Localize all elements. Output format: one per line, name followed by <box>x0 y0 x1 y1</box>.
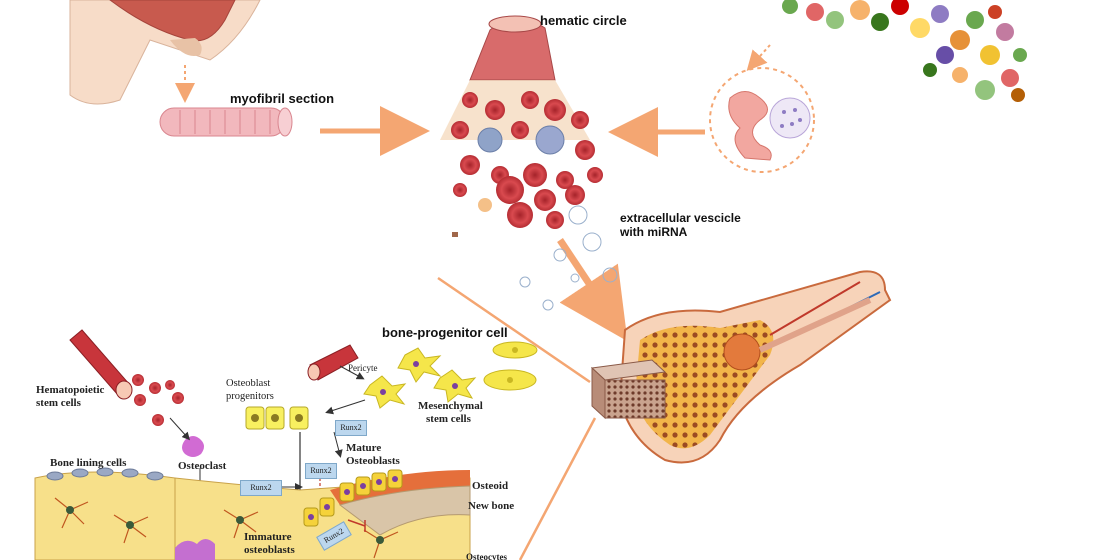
hematopoietic-cells <box>132 374 184 426</box>
vessel-pericyte <box>307 344 359 381</box>
bone-progenitor-cell-label: bone-progenitor cell <box>382 325 508 340</box>
arm-muscle-illustration <box>69 0 261 105</box>
femur-illustration <box>618 270 892 464</box>
blood-vessel-illustration <box>440 15 590 140</box>
food-spiral-illustration <box>782 0 1027 102</box>
osteoid-label: Osteoid <box>472 480 509 492</box>
mature-osteoblast-cells <box>303 469 403 527</box>
vesicle-to-bone-arrow <box>557 238 628 342</box>
runx2-box-left: Runx2 <box>240 480 282 496</box>
immature-osteoblasts-label: Immature <box>244 531 292 543</box>
bone-lining-cells-label: Bone lining cells <box>50 457 127 469</box>
hematopoietic-label-2: stem cells <box>36 397 81 409</box>
hematic-circle-label: hematic circle <box>540 13 627 28</box>
hsc-to-osteoclast-arrow <box>169 417 191 441</box>
mature-osteoblasts-label-2: Osteoblasts <box>346 455 400 467</box>
pericyte-label: Pericyte <box>348 363 378 373</box>
immature-osteoblasts-label-2: osteoblasts <box>244 544 295 556</box>
runx2-box-middle: Runx2 <box>305 463 337 479</box>
hematopoietic-label: Hematopoietic <box>36 384 105 396</box>
runx2-box-top: Runx2 <box>335 420 367 436</box>
myofibril-cylinder <box>159 107 293 137</box>
bone-matrix-layer <box>34 467 471 560</box>
bone-tissue-cube <box>590 359 667 420</box>
inhibition-line <box>347 519 366 527</box>
myofibril-section-label: myofibril section <box>230 91 335 106</box>
pericyte-arrow <box>339 365 365 380</box>
blood-cell-cluster <box>451 91 618 311</box>
vessel-hematopoietic <box>69 329 133 400</box>
gut-microbiome-illustration <box>709 67 815 173</box>
bone-to-cells-line <box>518 417 597 560</box>
osteoblast-progenitors-label: Osteoblast <box>226 378 271 389</box>
osteoblast-progenitor-cells <box>245 406 309 430</box>
food-to-gut-arrow <box>746 44 771 71</box>
new-bone-label: New bone <box>468 500 515 512</box>
osteocytes-label: Osteocytes <box>466 552 507 560</box>
mesenchymal-label-2: stem cells <box>426 413 471 425</box>
msc-to-progenitor-arrow <box>325 399 366 415</box>
extracellular-vesicle-label: extracellular vescicle <box>620 211 741 225</box>
osteoblast-progenitors-label-2: progenitors <box>226 391 274 402</box>
resorbing-osteoclasts <box>175 539 215 560</box>
osteoclast-label: Osteoclast <box>178 460 227 472</box>
extracellular-vesicle-label-2: with miRNA <box>620 225 688 239</box>
mature-osteoblasts-label: Mature <box>346 442 382 454</box>
blood-to-bone-line <box>437 276 591 384</box>
osteoclast-icon <box>182 436 204 457</box>
mesenchymal-label: Mesenchymal <box>418 400 483 412</box>
mesenchymal-cells <box>363 341 538 409</box>
